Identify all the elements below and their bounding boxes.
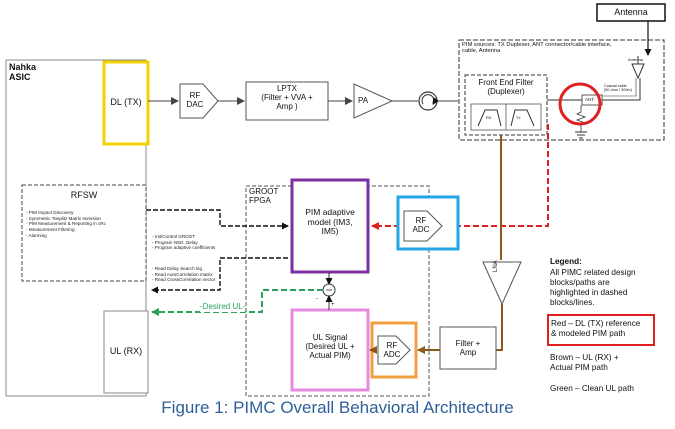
pim-model-label: PIM adaptive model (IM3, IM5): [292, 208, 368, 237]
lptx-label: LPTX (Filter + VVA + Amp ): [246, 85, 328, 112]
antenna-small-label: Antenna: [628, 58, 643, 62]
control-path-1: [146, 210, 288, 226]
read-items-text: - Read Delay Search log - Read AutoCorre…: [152, 266, 252, 283]
rfsw-title: RFSW: [22, 190, 146, 200]
pim-sources-label: PIM sources: TX Duplexer, ANT connector/…: [462, 42, 657, 55]
duplexer-tx-label: Tx: [516, 116, 520, 120]
front-end-filter-label: Front End Filter (Duplexer): [465, 79, 547, 97]
legend-title: Legend:: [550, 257, 582, 267]
pa-label: PA: [358, 97, 368, 106]
svg-text:+: +: [331, 302, 335, 308]
antenna-callout-label: Antenna: [597, 7, 665, 17]
ul-rx-label: UL (RX): [104, 346, 148, 356]
duplexer-rx-label: RX: [486, 116, 492, 120]
init-control-text: - Init/Control GROOT - Program NSD. Dela…: [152, 234, 252, 251]
svg-text:-: -: [316, 296, 318, 302]
rf-dac-label: RF DAC: [180, 92, 210, 110]
legend-brown: Brown – UL (RX) + Actual PIM path: [550, 353, 619, 373]
groot-label: GROOT FPGA: [249, 188, 278, 206]
dl-tx-label: DL (TX): [104, 97, 148, 107]
filter-amp-label: Filter + Amp: [440, 340, 496, 358]
figure-caption: Figure 1: PIMC Overall Behavioral Archit…: [0, 398, 675, 418]
legend-green: Green – Clean UL path: [550, 384, 634, 394]
rf-adc-bottom-label: RF ADC: [378, 342, 406, 360]
desired-ul-label: -Desired UL-: [200, 303, 245, 312]
rf-adc-top-label: RF ADC: [404, 217, 438, 235]
legend-red: Red – DL (TX) reference & modeled PIM pa…: [551, 319, 640, 339]
legend-intro: All PIMC related design blocks/paths are…: [550, 268, 636, 307]
coax-note: Coaxial cable (50 ohm / 300m): [604, 84, 632, 93]
antenna-symbol-icon: [632, 64, 644, 78]
ant-box-label: ANT: [585, 97, 594, 102]
rfsw-items: - PIM Impact Discovery - Symmetric Toepl…: [26, 210, 144, 239]
ul-signal-label: UL Signal (Desired UL + Actual PIM): [292, 334, 368, 361]
lna-label: LNA: [493, 260, 500, 272]
asic-label: Nahka ASIC: [9, 62, 36, 82]
lna-triangle: [483, 262, 521, 304]
